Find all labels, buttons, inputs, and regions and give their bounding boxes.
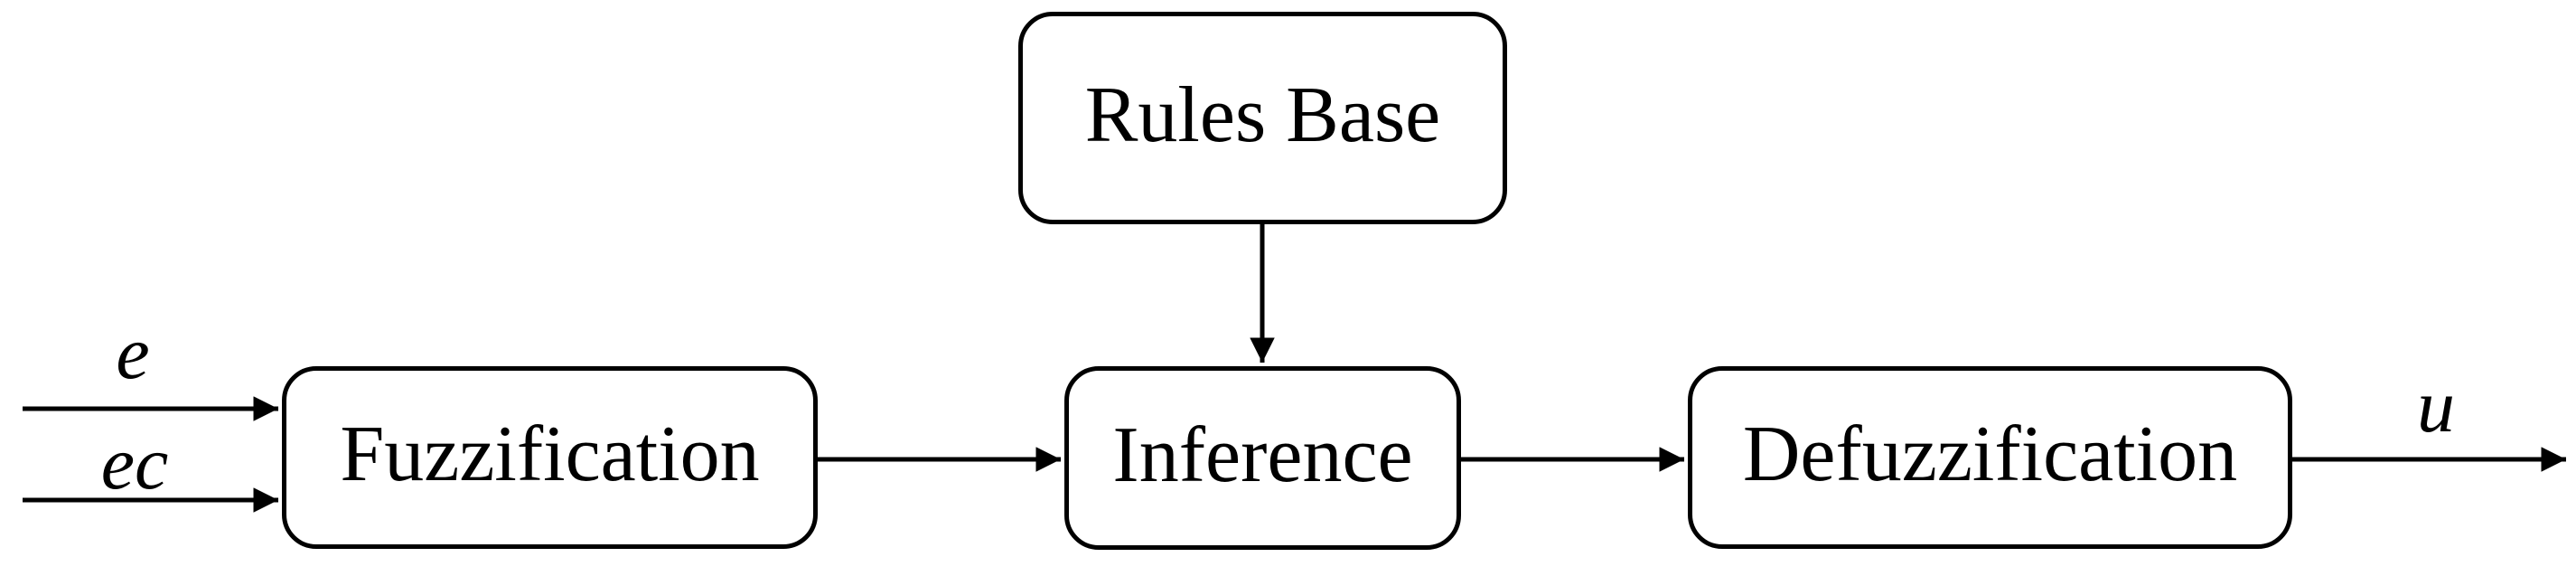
signal-label-e: e	[116, 311, 150, 395]
block-fuzzification-label: Fuzzification	[340, 411, 760, 498]
block-fuzzification: Fuzzification	[282, 366, 818, 549]
block-inference-label: Inference	[1112, 411, 1413, 499]
block-inference: Inference	[1064, 366, 1461, 550]
signal-label-ec: ec	[100, 421, 169, 505]
block-defuzzification: Defuzzification	[1688, 366, 2292, 549]
block-rules-base: Rules Base	[1018, 12, 1507, 224]
block-rules-base-label: Rules Base	[1084, 71, 1441, 159]
signal-label-u: u	[2417, 364, 2455, 449]
block-defuzzification-label: Defuzzification	[1742, 411, 2238, 498]
